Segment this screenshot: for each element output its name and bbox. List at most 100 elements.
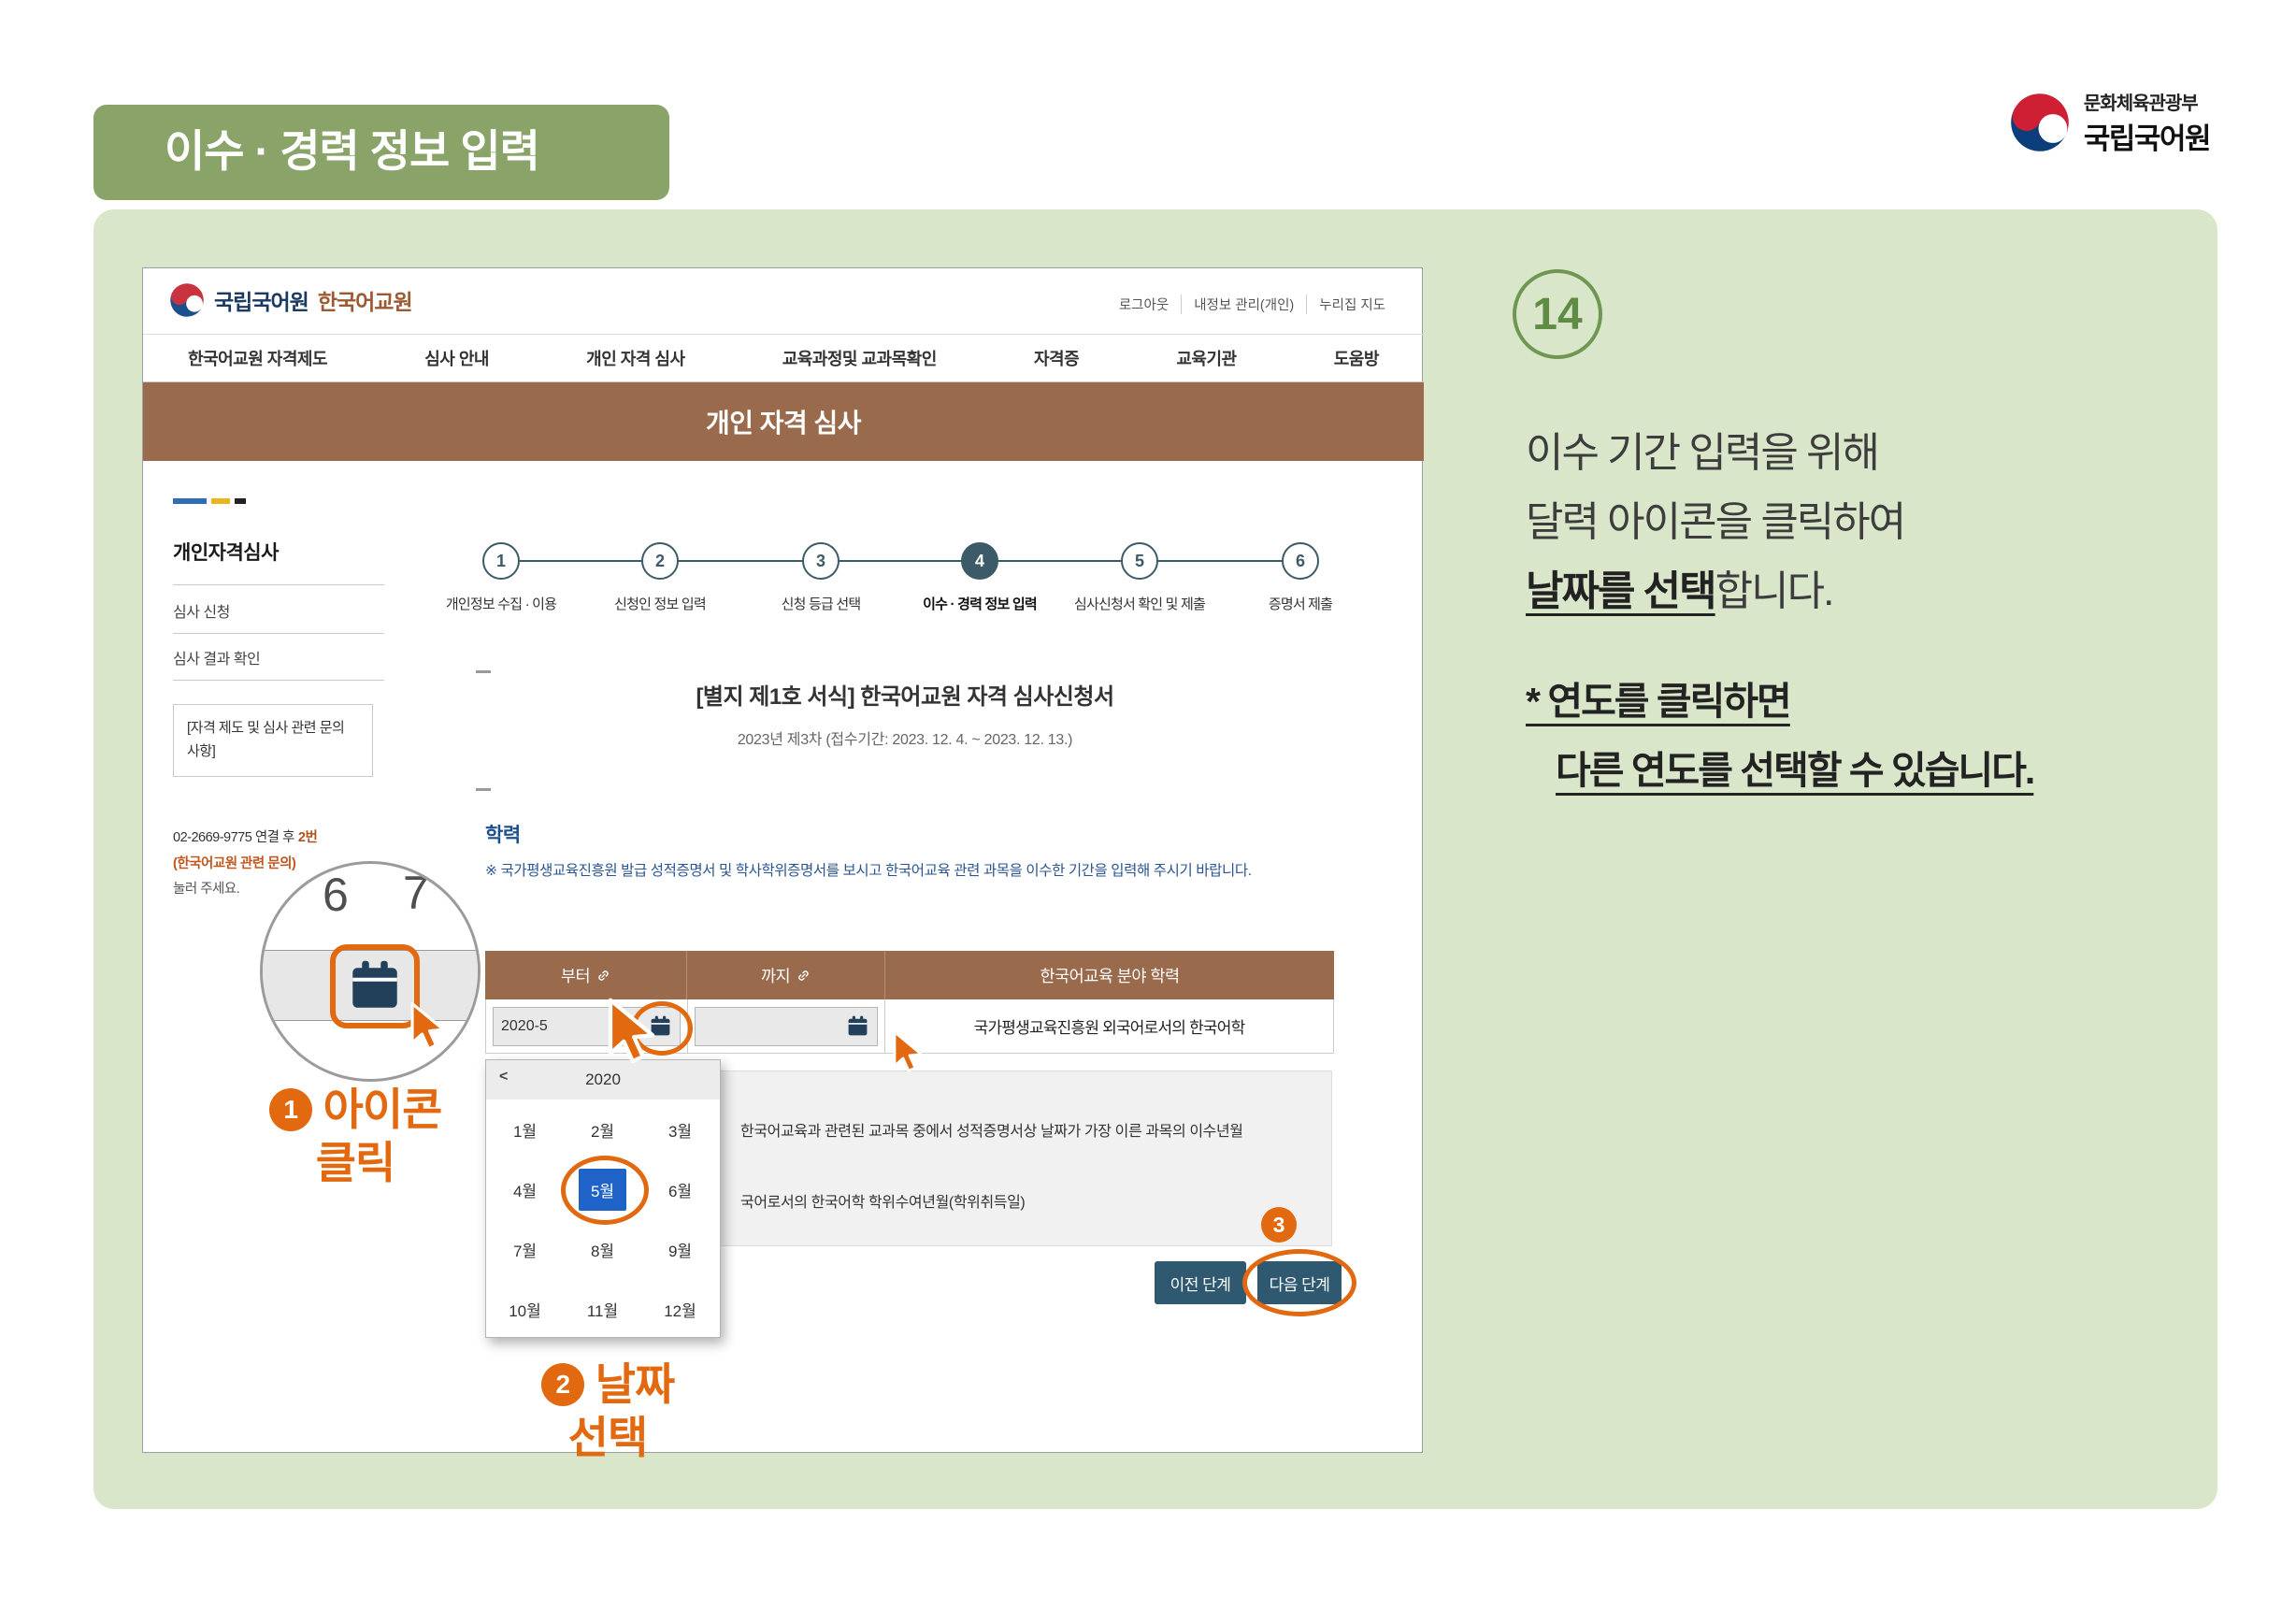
step-5-circle[interactable]: 5 xyxy=(1121,542,1158,580)
site-logo-text-2: 한국어교원 xyxy=(317,290,413,314)
step-3-circle[interactable]: 3 xyxy=(802,542,839,580)
month-label[interactable]: 12월 xyxy=(664,1301,696,1320)
nav-item-6[interactable]: 도움방 xyxy=(1333,350,1380,368)
month-label-selected[interactable]: 5월 xyxy=(578,1168,627,1211)
sidebar-title: 개인자격심사 xyxy=(173,542,279,564)
month-label[interactable]: 10월 xyxy=(509,1301,541,1320)
step-5-label: 심사신청서 확인 및 제출 xyxy=(1073,596,1206,612)
month-cell-11[interactable]: 11월 xyxy=(564,1279,641,1339)
month-cell-2[interactable]: 2월 xyxy=(564,1099,641,1159)
step-4-circle[interactable]: 4 xyxy=(961,542,998,580)
magnified-calendar-icon xyxy=(352,960,397,1008)
nav-item-2[interactable]: 개인 자격 심사 xyxy=(586,350,685,368)
calendar-icon[interactable] xyxy=(846,1014,869,1038)
month-grid: 1월 2월 3월 4월 5월 6월 7월 8월 9월 10월 11월 12월 xyxy=(486,1099,720,1339)
sidebar-item-apply[interactable]: 심사 신청 xyxy=(173,605,230,621)
nav-item-5[interactable]: 교육기관 xyxy=(1176,350,1237,368)
sidebar-item-result[interactable]: 심사 결과 확인 xyxy=(173,652,261,668)
to-cell xyxy=(688,999,886,1053)
table-header: 부터 까지 한국어교육 분야 학력 xyxy=(485,951,1334,999)
phone-note: (한국어교원 관련 문의) xyxy=(173,855,296,871)
annotation-step-2: 2 날짜 선택 xyxy=(467,1358,748,1465)
col-to-label: 까지 xyxy=(760,966,791,985)
gov-logo-ministry: 문화체육관광부 xyxy=(2083,93,2199,114)
month-cell-10[interactable]: 10월 xyxy=(486,1279,564,1339)
month-label[interactable]: 8월 xyxy=(590,1242,615,1260)
myinfo-link[interactable]: 내정보 관리(개인) xyxy=(1181,295,1306,314)
nav-item-3[interactable]: 교육과정및 교과목확인 xyxy=(782,350,938,368)
calendar-icon[interactable] xyxy=(649,1014,672,1038)
site-logo[interactable]: 국립국어원 한국어교원 xyxy=(169,282,413,318)
utility-links: 로그아웃 내정보 관리(개인) 누리집 지도 xyxy=(1107,295,1398,314)
annotation-badge-3: 3 xyxy=(1261,1207,1297,1243)
step-1-circle[interactable]: 1 xyxy=(482,542,520,580)
sidebar-divider xyxy=(173,633,384,634)
month-label[interactable]: 3월 xyxy=(667,1122,693,1141)
next-step-button[interactable]: 다음 단계 xyxy=(1257,1261,1342,1304)
prev-year-arrow[interactable]: < xyxy=(499,1069,509,1085)
dash-decoration xyxy=(476,670,491,673)
magnified-number-7: 7 xyxy=(403,867,429,919)
phone-extension: 2번 xyxy=(297,830,318,845)
from-date-value: 2020-5 xyxy=(501,1017,548,1034)
month-cell-9[interactable]: 9월 xyxy=(641,1219,719,1279)
step-3-label: 신청 등급 선택 xyxy=(781,596,862,612)
step-2-circle[interactable]: 2 xyxy=(641,542,679,580)
form-title: [별지 제1호 서식] 한국어교원 자격 심사신청서 xyxy=(696,684,1114,710)
month-label[interactable]: 2월 xyxy=(590,1122,615,1141)
dash-dark xyxy=(235,498,246,504)
instruction-line-2: 달력 아이콘을 클릭하여 xyxy=(1526,499,1906,545)
from-cell: 2020-5 xyxy=(486,999,688,1053)
sidebar-color-dashes xyxy=(173,498,246,504)
month-cell-5-selected[interactable]: 5월 xyxy=(564,1159,641,1219)
sitemap-link[interactable]: 누리집 지도 xyxy=(1306,295,1398,314)
from-date-input[interactable]: 2020-5 xyxy=(493,1006,681,1046)
instruction-line-3-rest: 합니다. xyxy=(1715,568,1835,614)
nav-item-4[interactable]: 자격증 xyxy=(1033,350,1080,368)
step-1-label: 개인정보 수집 · 이용 xyxy=(445,596,557,612)
month-label[interactable]: 11월 xyxy=(586,1301,619,1320)
form-subtitle: 2023년 제3차 (접수기간: 2023. 12. 4. ~ 2023. 12… xyxy=(737,732,1073,748)
sidebar-divider xyxy=(173,584,384,585)
main-nav: 한국어교원 자격제도 심사 안내 개인 자격 심사 교육과정및 교과목확인 자격… xyxy=(143,334,1424,382)
month-label[interactable]: 6월 xyxy=(667,1182,693,1200)
step-6-circle[interactable]: 6 xyxy=(1282,542,1319,580)
mcst-symbol-icon xyxy=(2011,93,2069,151)
datepicker-popup: < 2020 1월 2월 3월 4월 5월 6월 7월 8월 9월 10월 11… xyxy=(485,1059,721,1338)
month-cell-6[interactable]: 6월 xyxy=(641,1159,719,1219)
month-cell-4[interactable]: 4월 xyxy=(486,1159,564,1219)
logout-link[interactable]: 로그아웃 xyxy=(1118,298,1170,313)
month-label[interactable]: 1월 xyxy=(512,1122,538,1141)
month-label[interactable]: 9월 xyxy=(667,1242,693,1260)
annotation-badge-2: 2 xyxy=(540,1362,584,1406)
month-label[interactable]: 4월 xyxy=(512,1182,538,1200)
col-detail: 한국어교육 분야 학력 xyxy=(885,951,1334,999)
month-cell-7[interactable]: 7월 xyxy=(486,1219,564,1279)
link-icon xyxy=(798,970,809,981)
detail-cell: 국가평생교육진흥원 외국어로서의 한국어학 xyxy=(973,1019,1246,1037)
to-date-input[interactable] xyxy=(694,1006,879,1046)
month-cell-3[interactable]: 3월 xyxy=(641,1099,719,1159)
nav-item-1[interactable]: 심사 안내 xyxy=(424,350,489,368)
instruction-note-2: 다른 연도를 선택할 수 있습니다. xyxy=(1556,749,2035,792)
month-cell-12[interactable]: 12월 xyxy=(641,1279,719,1339)
page-title-banner: 이수 · 경력 정보 입력 xyxy=(93,105,669,200)
info-line-2: 국어로서의 한국어학 학위수여년월(학위취득일) xyxy=(740,1195,1026,1211)
annotation-step-1: 1 아이콘 클릭 xyxy=(206,1083,505,1190)
magnifier-callout: 6 7 xyxy=(260,861,481,1082)
phone-number: 02-2669-9775 연결 후 xyxy=(173,830,294,845)
col-detail-label: 한국어교육 분야 학력 xyxy=(1040,966,1180,985)
sidebar-notice-box: [자격 제도 및 심사 관련 문의 사항] xyxy=(173,704,373,777)
datepicker-year[interactable]: 2020 xyxy=(585,1071,621,1088)
nav-item-0[interactable]: 한국어교원 자격제도 xyxy=(188,350,328,368)
month-cell-8[interactable]: 8월 xyxy=(564,1219,641,1279)
instruction-step-number: 14 xyxy=(1513,269,1602,359)
step-6-label: 증명서 제출 xyxy=(1268,596,1333,612)
prev-step-button[interactable]: 이전 단계 xyxy=(1155,1261,1246,1304)
month-cell-1[interactable]: 1월 xyxy=(486,1099,564,1159)
instruction-emphasis: 날짜를 선택 xyxy=(1526,568,1717,614)
annotation-ring-magnified-icon xyxy=(330,944,420,1028)
month-label[interactable]: 7월 xyxy=(512,1242,538,1260)
col-to: 까지 xyxy=(687,951,885,999)
